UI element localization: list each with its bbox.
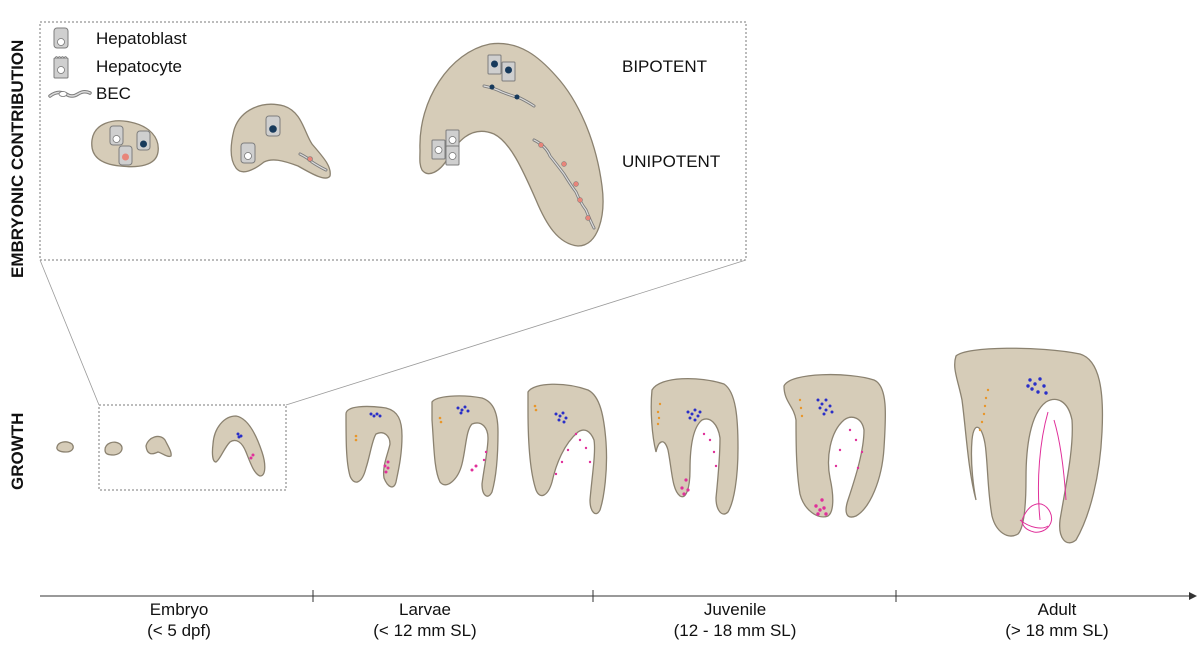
embryonic-contribution-label: EMBRYONIC CONTRIBUTION [8, 40, 27, 278]
growth-liver-1 [56, 441, 74, 453]
growth-row [56, 347, 1104, 544]
growth-liver-larva-2 [431, 395, 499, 497]
growth-liver-juvenile-2 [783, 373, 887, 518]
growth-liver-adult [954, 347, 1104, 544]
stage-adult-name: Adult [1038, 600, 1077, 619]
stage-embryo-range: (< 5 dpf) [147, 621, 211, 640]
zoom-source-box [98, 404, 287, 491]
growth-liver-2 [104, 441, 123, 456]
hepatocyte-legend-label: Hepatocyte [96, 57, 182, 76]
growth-liver-larva-3 [527, 383, 608, 515]
growth-liver-larva-1 [345, 405, 403, 488]
growth-liver-3 [145, 435, 172, 458]
zoom-connector-right [285, 259, 747, 406]
hepatocyte-legend-icon [53, 56, 69, 79]
stage-juvenile-name: Juvenile [704, 600, 766, 619]
unipotent-label: UNIPOTENT [622, 152, 720, 171]
stage-larvae-name: Larvae [399, 600, 451, 619]
stage-adult-range: (> 18 mm SL) [1005, 621, 1108, 640]
growth-liver-juvenile-1 [650, 377, 739, 515]
growth-label: GROWTH [8, 413, 27, 490]
hepatoblast-legend-label: Hepatoblast [96, 29, 187, 48]
stage-embryo-name: Embryo [150, 600, 209, 619]
bipotent-label: BIPOTENT [622, 57, 707, 76]
hepatoblast-legend-icon [53, 27, 69, 49]
stage-juvenile-range: (12 - 18 mm SL) [674, 621, 797, 640]
stage-larvae-range: (< 12 mm SL) [373, 621, 476, 640]
bec-legend-icon [48, 89, 92, 98]
inset-liver-stage-1 [91, 120, 159, 168]
legend: Hepatoblast Hepatocyte BEC [48, 27, 187, 103]
inset-liver-stage-3 [419, 42, 604, 247]
zoom-inset-box [39, 21, 747, 261]
bec-legend-label: BEC [96, 84, 131, 103]
growth-liver-4 [211, 415, 266, 477]
zoom-connector-left [39, 259, 100, 406]
inset-liver-stage-2 [230, 103, 331, 179]
